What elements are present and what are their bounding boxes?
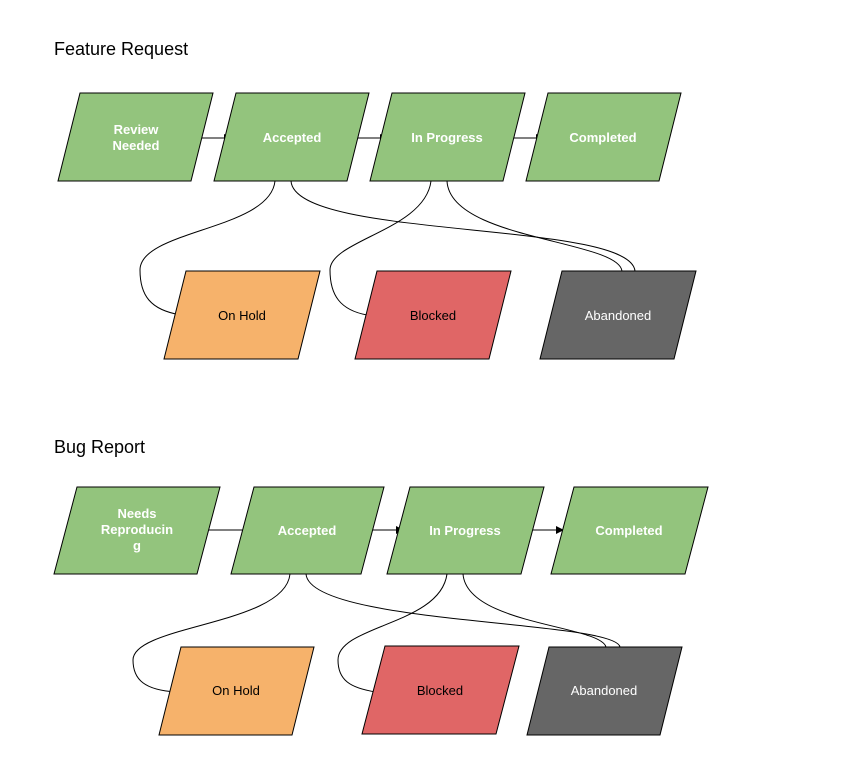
- connector-in-progress-to-blocked: [329, 180, 432, 316]
- connector-accepted-to-abandoned: [305, 573, 621, 648]
- state-label-line: Completed: [595, 523, 662, 538]
- state-label: Blocked: [417, 683, 463, 698]
- bug-report-diagram: Bug Report Needs Reproducin g Accepted I…: [53, 437, 709, 736]
- state-completed[interactable]: Completed: [550, 486, 709, 575]
- feature-request-diagram: Feature Request Review Needed Accepted I…: [54, 39, 697, 360]
- state-label-line: Accepted: [278, 523, 337, 538]
- state-accepted[interactable]: Accepted: [230, 486, 385, 575]
- state-label: Blocked: [410, 308, 456, 323]
- state-label-line: In Progress: [411, 130, 483, 145]
- state-on-hold[interactable]: On Hold: [158, 646, 315, 736]
- state-in-progress[interactable]: In Progress: [369, 92, 526, 182]
- state-label: On Hold: [218, 308, 266, 323]
- state-label: Abandoned: [571, 683, 638, 698]
- connector-in-progress-to-abandoned: [446, 180, 623, 272]
- state-blocked[interactable]: Blocked: [361, 645, 520, 735]
- connector-accepted-to-on-hold: [139, 180, 276, 316]
- state-label: On Hold: [212, 683, 260, 698]
- state-review-needed[interactable]: Review Needed: [57, 92, 214, 182]
- feature-request-title: Feature Request: [54, 39, 188, 59]
- state-needs-reproducing[interactable]: Needs Reproducin g: [53, 486, 221, 575]
- connector-in-progress-to-abandoned: [462, 573, 607, 648]
- state-completed[interactable]: Completed: [525, 92, 682, 182]
- connector-accepted-to-on-hold: [132, 573, 291, 693]
- state-on-hold[interactable]: On Hold: [163, 270, 321, 360]
- state-label-line: g: [133, 538, 141, 553]
- state-label-line: Reproducin: [101, 522, 173, 537]
- bug-report-connectors: [132, 526, 621, 693]
- connector-in-progress-to-blocked: [337, 573, 448, 693]
- state-label-line: Needed: [113, 138, 160, 153]
- state-in-progress[interactable]: In Progress: [386, 486, 545, 575]
- state-label-line: Needs: [117, 506, 156, 521]
- state-label: Abandoned: [585, 308, 652, 323]
- state-label-line: Accepted: [263, 130, 322, 145]
- state-abandoned[interactable]: Abandoned: [539, 270, 697, 360]
- state-label-line: In Progress: [429, 523, 501, 538]
- bug-report-title: Bug Report: [54, 437, 145, 457]
- state-abandoned[interactable]: Abandoned: [526, 646, 683, 736]
- state-blocked[interactable]: Blocked: [354, 270, 512, 360]
- connector-accepted-to-abandoned: [290, 180, 636, 272]
- state-label-line: Review: [114, 122, 160, 137]
- state-label-line: Completed: [569, 130, 636, 145]
- state-accepted[interactable]: Accepted: [213, 92, 370, 182]
